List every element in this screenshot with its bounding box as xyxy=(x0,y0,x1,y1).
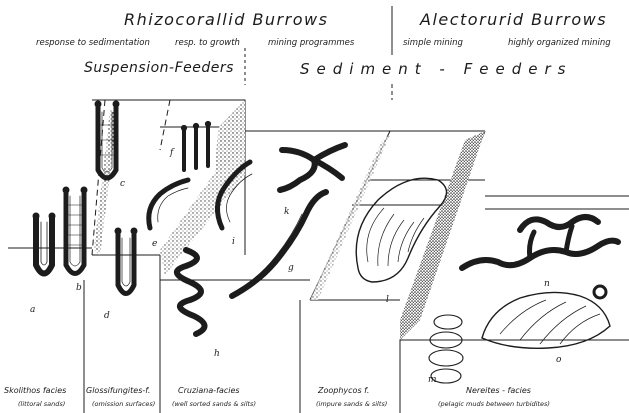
trace-f-paired-burrows xyxy=(181,121,210,170)
letter-n: n xyxy=(544,279,550,289)
facies-zoophycos-note: (impure sands & silts) xyxy=(316,400,387,408)
letter-h: h xyxy=(214,349,220,359)
letter-d: d xyxy=(104,311,110,321)
letter-k: k xyxy=(284,207,289,217)
trace-n-nereites-meander xyxy=(462,217,618,268)
facies-skolithos-name: Skolithos facies xyxy=(4,386,66,395)
trace-o-fan-burrow xyxy=(482,286,610,348)
letter-f: f xyxy=(169,148,175,158)
facies-glossifungites-note: (omission surfaces) xyxy=(92,400,155,408)
trace-h-helical-burrow xyxy=(177,250,205,334)
letter-a: a xyxy=(30,305,35,315)
facies-skolithos-note: (littoral sands) xyxy=(18,400,65,408)
letter-m: m xyxy=(428,375,437,385)
stippled-face-nereites xyxy=(400,131,485,340)
facies-glossifungites-name: Glossifungites-f. xyxy=(86,386,150,395)
trace-a-skolithos-burrow xyxy=(33,213,55,274)
trace-k-branched-burrow xyxy=(280,145,345,190)
letter-i: i xyxy=(232,237,235,247)
letter-o: o xyxy=(556,355,562,365)
trace-d-glossifungites-burrow xyxy=(115,228,137,294)
facies-zoophycos-name: Zoophycos f. xyxy=(318,386,369,395)
letter-c: c xyxy=(120,179,125,189)
letter-b: b xyxy=(76,283,82,293)
trace-b-spreite-burrow xyxy=(63,187,87,274)
trace-m-spiral-burrow xyxy=(429,315,463,383)
glossifungites-dashed-edge-2 xyxy=(160,100,170,150)
facies-nereites-note: (pelagic muds between turbidites) xyxy=(438,400,550,408)
facies-nereites-name: Nereites - facies xyxy=(466,386,531,395)
facies-cruziana-name: Cruziana-facies xyxy=(178,386,240,395)
stippled-face-zoophycos xyxy=(310,135,390,300)
letter-e: e xyxy=(152,239,157,249)
letter-l: l xyxy=(386,295,389,305)
letter-g: g xyxy=(288,263,294,273)
facies-cruziana-note: (well sorted sands & silts) xyxy=(172,400,256,408)
